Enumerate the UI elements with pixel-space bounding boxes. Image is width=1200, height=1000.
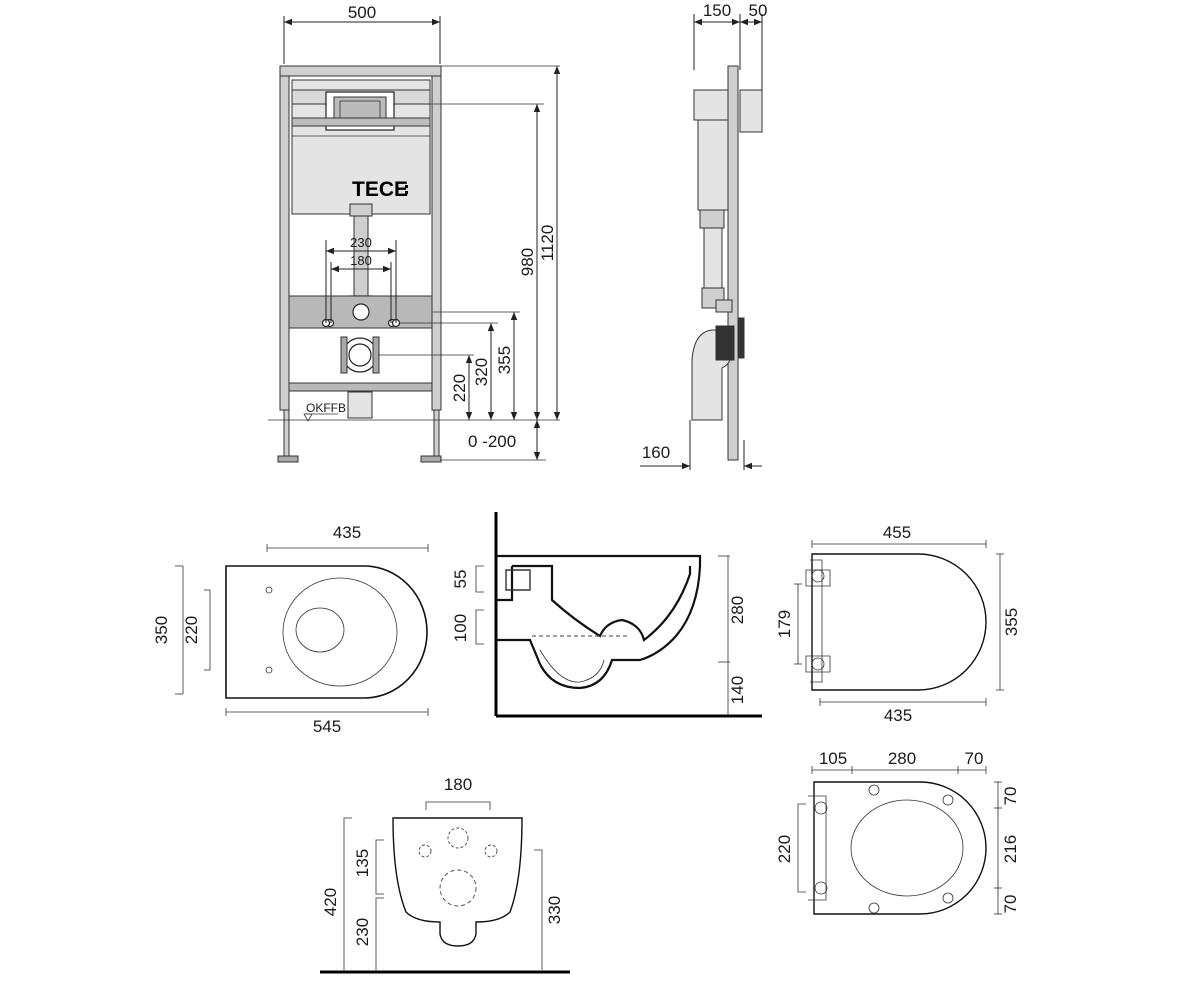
- dim-seat-bottom-216: 216: [1001, 835, 1020, 863]
- dim-seat-bottom-220: 220: [775, 835, 794, 863]
- dim-seat-width-455: 455: [883, 523, 911, 542]
- dim-bowl-holes-220: 220: [182, 616, 201, 644]
- dim-depth-50: 50: [749, 1, 768, 20]
- frame-side-view: 150 50 160: [640, 1, 767, 470]
- dim-back-width-180: 180: [444, 775, 472, 794]
- dim-height-320: 320: [472, 358, 491, 386]
- dim-bowl-width-435: 435: [333, 523, 361, 542]
- floor-reference-label: OKFFB: [306, 401, 346, 415]
- bowl-back-view: 180 135 230 420 330: [320, 775, 570, 974]
- dim-floor-range: 0 -200: [468, 432, 516, 451]
- dim-offset-160: 160: [642, 443, 670, 462]
- dim-back-230: 230: [353, 918, 372, 946]
- dim-bowl-section-55: 55: [451, 570, 470, 589]
- bowl-section-view: 280 140 55 100: [451, 512, 762, 718]
- seat-top-view: 455 435 179 355: [775, 523, 1021, 725]
- dim-back-135: 135: [353, 849, 372, 877]
- bowl-top-view: 435 545 350 220: [152, 523, 429, 736]
- dim-bowl-section-280: 280: [728, 596, 747, 624]
- dim-seat-bottom-right-70a: 70: [1001, 787, 1020, 806]
- dim-height-220: 220: [450, 374, 469, 402]
- dim-bowl-length-545: 545: [313, 717, 341, 736]
- dim-height-1120: 1120: [538, 225, 557, 262]
- dim-spacing-230: 230: [350, 235, 372, 250]
- dim-bowl-section-140: 140: [728, 676, 747, 704]
- tece-logo: TECE: [352, 178, 408, 201]
- dim-height-980: 980: [518, 248, 537, 276]
- dim-seat-bottom-right-70b: 70: [1001, 895, 1020, 914]
- dim-seat-bottom-280: 280: [888, 749, 916, 768]
- dim-height-355: 355: [495, 346, 514, 374]
- dim-spacing-180: 180: [350, 253, 372, 268]
- dim-bowl-height-350: 350: [152, 616, 171, 644]
- dim-back-330: 330: [545, 896, 564, 924]
- dim-seat-bottom-105: 105: [819, 749, 847, 768]
- dim-seat-depth-355: 355: [1002, 608, 1021, 636]
- dim-bowl-section-100: 100: [451, 614, 470, 642]
- seat-bottom-view: 105 280 70 220 70 216 70: [775, 749, 1020, 915]
- dim-seat-width-435: 435: [884, 706, 912, 725]
- dim-back-420: 420: [321, 888, 340, 916]
- dim-frame-width: 500: [348, 3, 376, 22]
- frame-front-view: 500 TECE: [268, 3, 561, 463]
- dim-seat-bottom-70: 70: [965, 749, 984, 768]
- dim-depth-150: 150: [703, 1, 731, 20]
- dim-seat-hinge-179: 179: [775, 610, 794, 638]
